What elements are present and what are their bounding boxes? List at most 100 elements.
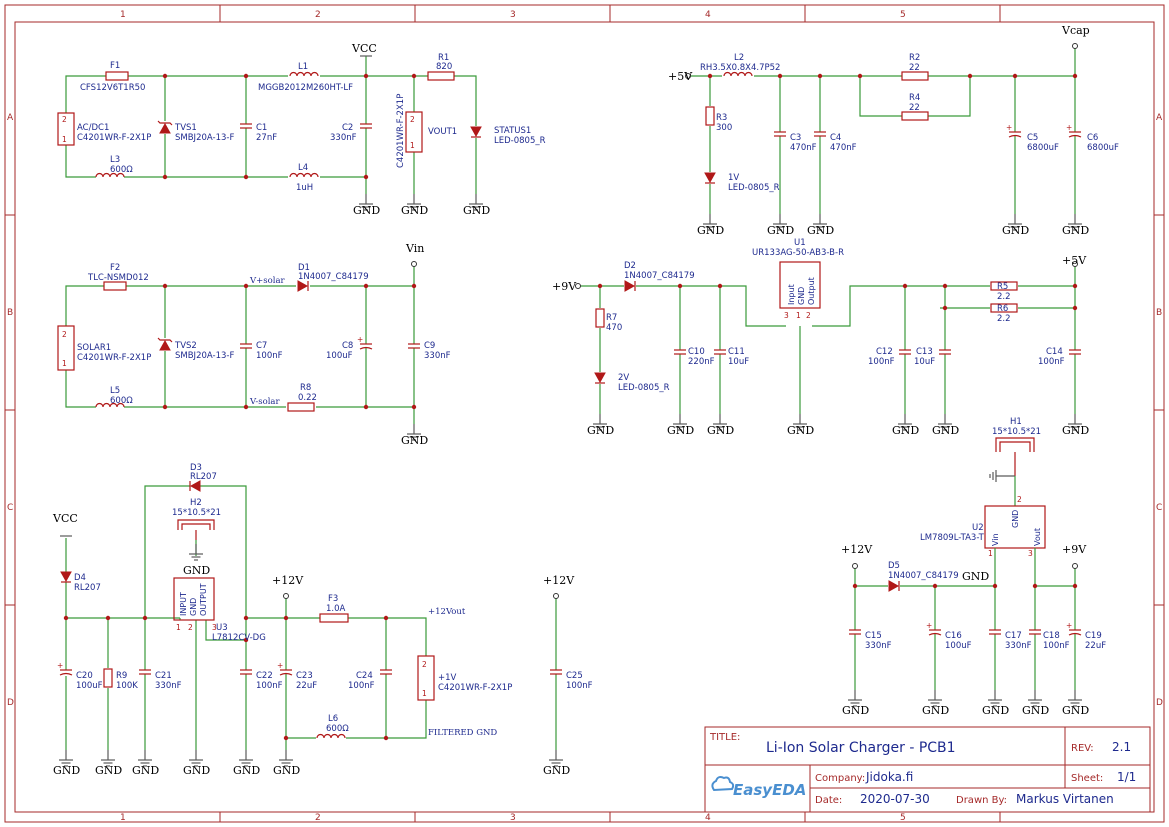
- resistor-r7[interactable]: [595, 308, 605, 328]
- val-c6: 6800uF: [1087, 143, 1119, 153]
- val-solar1: C4201WR-F-2X1P: [77, 353, 151, 363]
- diode-d2[interactable]: [624, 280, 636, 292]
- diode-d1[interactable]: [297, 280, 309, 292]
- resistor-r1[interactable]: [427, 71, 455, 81]
- fuse-f2[interactable]: [103, 281, 127, 291]
- capacitor-c25[interactable]: [549, 669, 563, 675]
- gnd-label: GND: [1022, 704, 1049, 717]
- inductor-l6[interactable]: [316, 733, 346, 739]
- net-vplus-solar: V+solar: [249, 276, 286, 286]
- ref-c1: C1: [256, 123, 267, 133]
- connector-vout1[interactable]: [405, 111, 423, 153]
- val-c9: 330nF: [424, 351, 451, 361]
- led-1v[interactable]: [704, 172, 716, 184]
- ref-h2: H2: [190, 498, 202, 508]
- capacitor-c3[interactable]: [773, 131, 787, 137]
- row-label: D: [7, 698, 14, 708]
- regulator-u1[interactable]: [779, 261, 821, 309]
- capacitor-c19[interactable]: [1065, 620, 1082, 636]
- row-label: D: [1156, 698, 1163, 708]
- capacitor-c7[interactable]: [239, 343, 253, 349]
- resistor-r9[interactable]: [103, 668, 113, 688]
- capacitor-c13[interactable]: [938, 349, 952, 355]
- capacitor-c12[interactable]: [898, 349, 912, 355]
- capacitor-c6[interactable]: [1065, 122, 1082, 138]
- val-l6: 600Ω: [326, 724, 349, 734]
- regulator-u3[interactable]: [173, 577, 215, 621]
- capacitor-c24[interactable]: [379, 669, 393, 675]
- capacitor-c9[interactable]: [407, 343, 421, 349]
- ref-c19: C19: [1085, 631, 1102, 641]
- capacitor-c10[interactable]: [673, 349, 687, 355]
- ref-f2: F2: [110, 263, 120, 273]
- capacitor-c1[interactable]: [239, 123, 253, 129]
- val-led1v: LED-0805_R: [728, 183, 780, 193]
- val-r9: 100K: [116, 681, 138, 691]
- heatsink-h2[interactable]: [177, 519, 215, 540]
- pin-number: 2: [62, 330, 67, 339]
- capacitor-c8[interactable]: [356, 334, 373, 350]
- regulator-u2-section: H1 15*10.5*21 GND Vin Vout 2 1 3 U2 LM78…: [841, 417, 1106, 717]
- connector-acdc1[interactable]: [57, 112, 75, 146]
- capacitor-c14[interactable]: [1068, 349, 1082, 355]
- ref-r3: R3: [716, 113, 727, 123]
- val-l1: MGGB2012M260HT-LF: [258, 83, 353, 93]
- diode-d4[interactable]: [60, 571, 72, 583]
- inductor-l2[interactable]: [723, 71, 753, 77]
- capacitor-c21[interactable]: [138, 669, 152, 675]
- capacitor-c5[interactable]: [1005, 122, 1022, 138]
- val-c15: 330nF: [865, 641, 892, 651]
- resistor-r8[interactable]: [287, 402, 315, 412]
- row-label: B: [1156, 308, 1162, 318]
- led-status1[interactable]: [470, 126, 482, 138]
- ref-c11: C11: [728, 347, 745, 357]
- val-f1: CFS12V6T1R50: [80, 83, 145, 93]
- capacitor-c16[interactable]: [925, 620, 942, 636]
- heatsink-h1[interactable]: [995, 437, 1035, 476]
- regulator-u2[interactable]: [984, 505, 1046, 549]
- ref-r4: R4: [909, 93, 920, 103]
- capacitor-c18[interactable]: [1028, 629, 1042, 635]
- resistor-r4[interactable]: [901, 111, 929, 121]
- net-12v: +12V: [272, 574, 304, 587]
- row-label: A: [1156, 113, 1163, 123]
- ref-c12: C12: [876, 347, 893, 357]
- capacitor-c23[interactable]: [276, 660, 293, 676]
- col-label: 2: [315, 813, 321, 823]
- resistor-r3[interactable]: [705, 106, 715, 126]
- col-label: 4: [705, 10, 711, 20]
- ref-d2: D2: [624, 261, 636, 271]
- gnd-label: GND: [1062, 704, 1089, 717]
- connector-solar1[interactable]: [57, 325, 75, 371]
- capacitor-c11[interactable]: [713, 349, 727, 355]
- capacitor-c2[interactable]: [359, 123, 373, 129]
- tvs-diode-tvs1[interactable]: [157, 120, 173, 134]
- led-2v[interactable]: [594, 372, 606, 384]
- pin-number: 1: [410, 141, 415, 150]
- pin-number: 1: [422, 689, 427, 698]
- ref-l1: L1: [298, 62, 308, 72]
- tvs-diode-tvs2[interactable]: [157, 337, 173, 351]
- capacitor-c17[interactable]: [988, 629, 1002, 635]
- val-vout1: C4201WR-F-2X1P: [396, 94, 406, 168]
- company-label: Company:: [815, 773, 865, 784]
- val-c19: 22uF: [1085, 641, 1106, 651]
- inductor-l4[interactable]: [289, 172, 319, 178]
- resistor-r2[interactable]: [901, 71, 929, 81]
- pin-label-input: Input: [787, 284, 796, 305]
- connector-plus1v[interactable]: [417, 655, 435, 701]
- diode-d3[interactable]: [189, 480, 201, 492]
- ref-f1: F1: [110, 61, 120, 71]
- capacitor-c20[interactable]: [56, 660, 73, 676]
- capacitor-c4[interactable]: [813, 131, 827, 137]
- fuse-f3[interactable]: [319, 613, 349, 623]
- inductor-l1[interactable]: [289, 71, 319, 77]
- val-u3: L7812CV-DG: [212, 633, 266, 643]
- capacitor-c15[interactable]: [848, 629, 862, 635]
- val-tvs1: SMBJ20A-13-F: [175, 133, 234, 143]
- capacitor-c22[interactable]: [239, 669, 253, 675]
- logo-text: EasyEDA: [733, 781, 806, 799]
- diode-d5[interactable]: [888, 580, 900, 592]
- fuse-f1[interactable]: [105, 71, 129, 81]
- gnd-label: GND: [1062, 424, 1089, 437]
